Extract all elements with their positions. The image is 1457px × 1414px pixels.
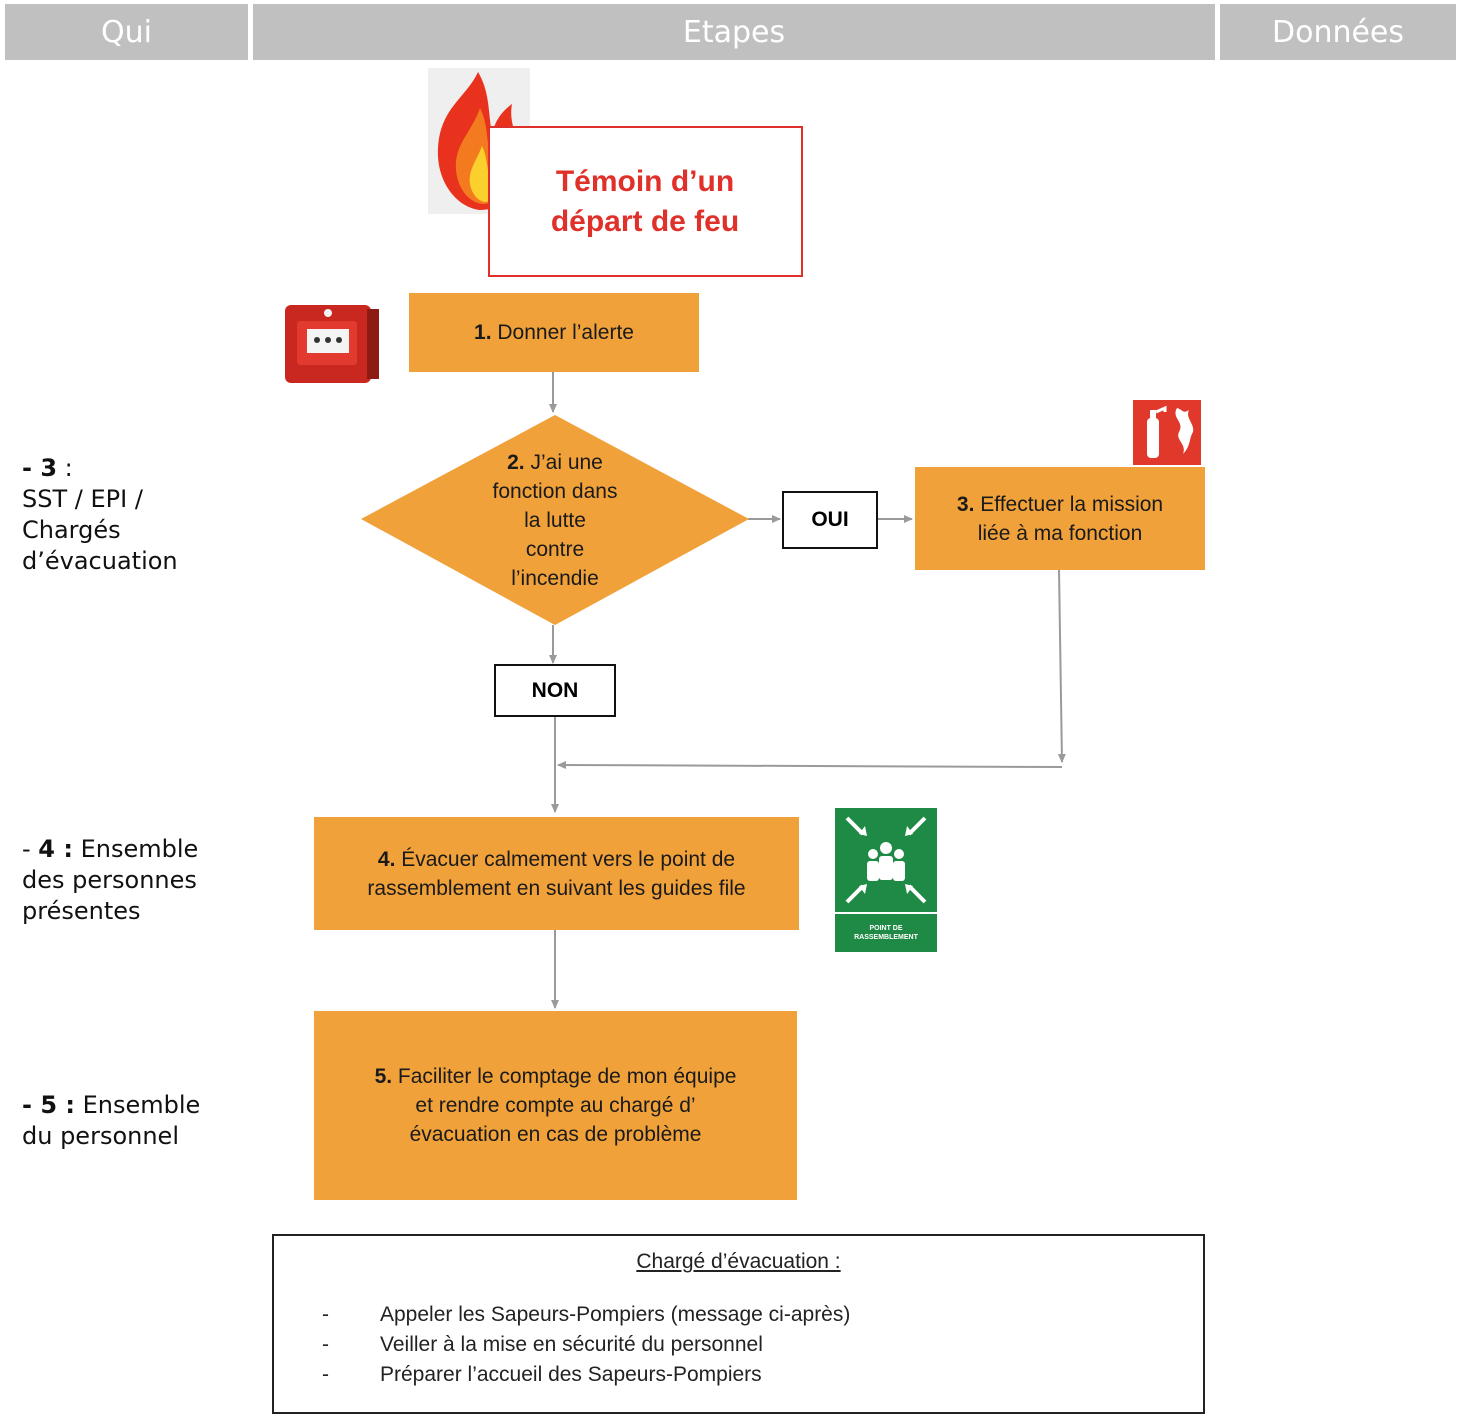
header-donnees-label: Données [1271, 14, 1405, 50]
step-2-line1: J’ai une [524, 451, 603, 474]
step-5-line3: évacuation en cas de problème [409, 1123, 702, 1146]
step-3-line1: Effectuer la mission [974, 492, 1164, 516]
qui-row-4-text: Ensemble [72, 835, 199, 863]
oui-label: OUI [811, 508, 849, 531]
non-box: NON [494, 664, 616, 717]
qui-row-4-dash: - [22, 835, 39, 863]
connector-3-merge [557, 761, 1063, 770]
header-qui-label: Qui [101, 14, 152, 50]
note-bullet: - [322, 1363, 329, 1386]
step-2-number: 2. [507, 451, 525, 474]
qui-row-4-number: 4 : [38, 835, 73, 863]
step-1-number: 1. [474, 321, 492, 344]
header-qui: Qui [5, 4, 248, 60]
note-title: Chargé d’évacuation : [636, 1250, 841, 1273]
qui-row-3: - 3 : SST / EPI / Chargés d’évacuation [22, 453, 178, 577]
header-etapes-label: Etapes [682, 14, 786, 50]
fire-extinguisher-sign-icon [1133, 400, 1201, 465]
step-2-line4: contre [525, 538, 585, 561]
header-donnees: Données [1220, 4, 1456, 60]
temoin-line2: départ de feu [550, 205, 740, 238]
step-4-number: 4. [377, 847, 396, 871]
evacuation-note: Chargé d’évacuation : - Appeler les Sapeu… [272, 1234, 1205, 1414]
temoin-box [488, 126, 803, 277]
qui-row-5-line2: du personnel [22, 1122, 179, 1150]
step-5-line2: et rendre compte au chargé d’ [415, 1094, 696, 1117]
connector-3-down [1057, 569, 1066, 763]
note-item-text: Préparer l’accueil des Sapeurs-Pompiers [380, 1363, 762, 1386]
oui-box: OUI [782, 491, 878, 549]
decision-diamond-2 [361, 415, 749, 625]
qui-row-3-line4: d’évacuation [22, 547, 178, 575]
note-item: - Veiller à la mise en sécurité du person… [322, 1330, 850, 1360]
note-bullet: - [322, 1333, 329, 1356]
step-1-box: 1. Donner l’alerte [409, 293, 699, 372]
temoin-line1: Témoin d’un [555, 165, 735, 198]
qui-row-4-line3: présentes [22, 897, 141, 925]
step-3-box: 3. Effectuer la mission liée à ma foncti… [915, 467, 1205, 570]
qui-row-3-colon: : [57, 454, 73, 482]
qui-row-5-text: Ensemble [74, 1091, 201, 1119]
step-5-box: 5. Faciliter le comptage de mon équipe e… [314, 1011, 797, 1200]
step-4-line1: Évacuer calmement vers le point de [395, 847, 736, 871]
step-2-label: 2. J’ai une fonction dans la lutte contr… [455, 448, 655, 593]
note-item-text: Veiller à la mise en sécurité du personn… [380, 1333, 763, 1356]
step-2-line5: l’incendie [511, 567, 599, 590]
note-list: - Appeler les Sapeurs-Pompiers (message c… [322, 1300, 850, 1390]
alarm-call-point-icon [283, 299, 381, 386]
step-5-line1: Faciliter le comptage de mon équipe [392, 1065, 737, 1088]
step-2-line2: fonction dans [492, 480, 618, 503]
note-item: - Appeler les Sapeurs-Pompiers (message c… [322, 1300, 850, 1330]
temoin-label: Témoin d’un départ de feu [520, 162, 770, 242]
step-4-line2: rassemblement en suivant les guides file [367, 876, 746, 900]
assembly-sign-band: POINT DE RASSEMBLEMENT [835, 912, 937, 952]
qui-row-5-number: - 5 : [22, 1091, 75, 1119]
step-5-number: 5. [374, 1065, 393, 1088]
non-label: NON [531, 678, 579, 702]
note-bullet: - [322, 1303, 329, 1326]
note-item-text: Appeler les Sapeurs-Pompiers (message ci… [380, 1303, 851, 1326]
assembly-sign-line1: POINT DE [869, 925, 903, 932]
assembly-sign-line2: RASSEMBLEMENT [854, 934, 918, 941]
assembly-point-sign-icon: POINT DE RASSEMBLEMENT [833, 806, 939, 954]
step-3-line2: liée à ma fonction [977, 521, 1143, 545]
qui-row-5: - 5 : Ensemble du personnel [22, 1090, 200, 1152]
note-item: - Préparer l’accueil des Sapeurs-Pompiers [322, 1360, 850, 1390]
step-2-line3: la lutte [524, 509, 586, 532]
header-etapes: Etapes [253, 4, 1215, 60]
qui-row-4: - 4 : Ensemble des personnes présentes [22, 834, 198, 927]
qui-row-3-number: - 3 [22, 454, 58, 482]
step-4-box: 4. Évacuer calmement vers le point de ra… [314, 817, 799, 930]
step-1-text: Donner l’alerte [491, 321, 634, 344]
qui-row-3-line3: Chargés [22, 516, 121, 544]
qui-row-3-line2: SST / EPI / [22, 485, 143, 513]
qui-row-4-line2: des personnes [22, 866, 197, 894]
step-3-number: 3. [956, 492, 975, 516]
